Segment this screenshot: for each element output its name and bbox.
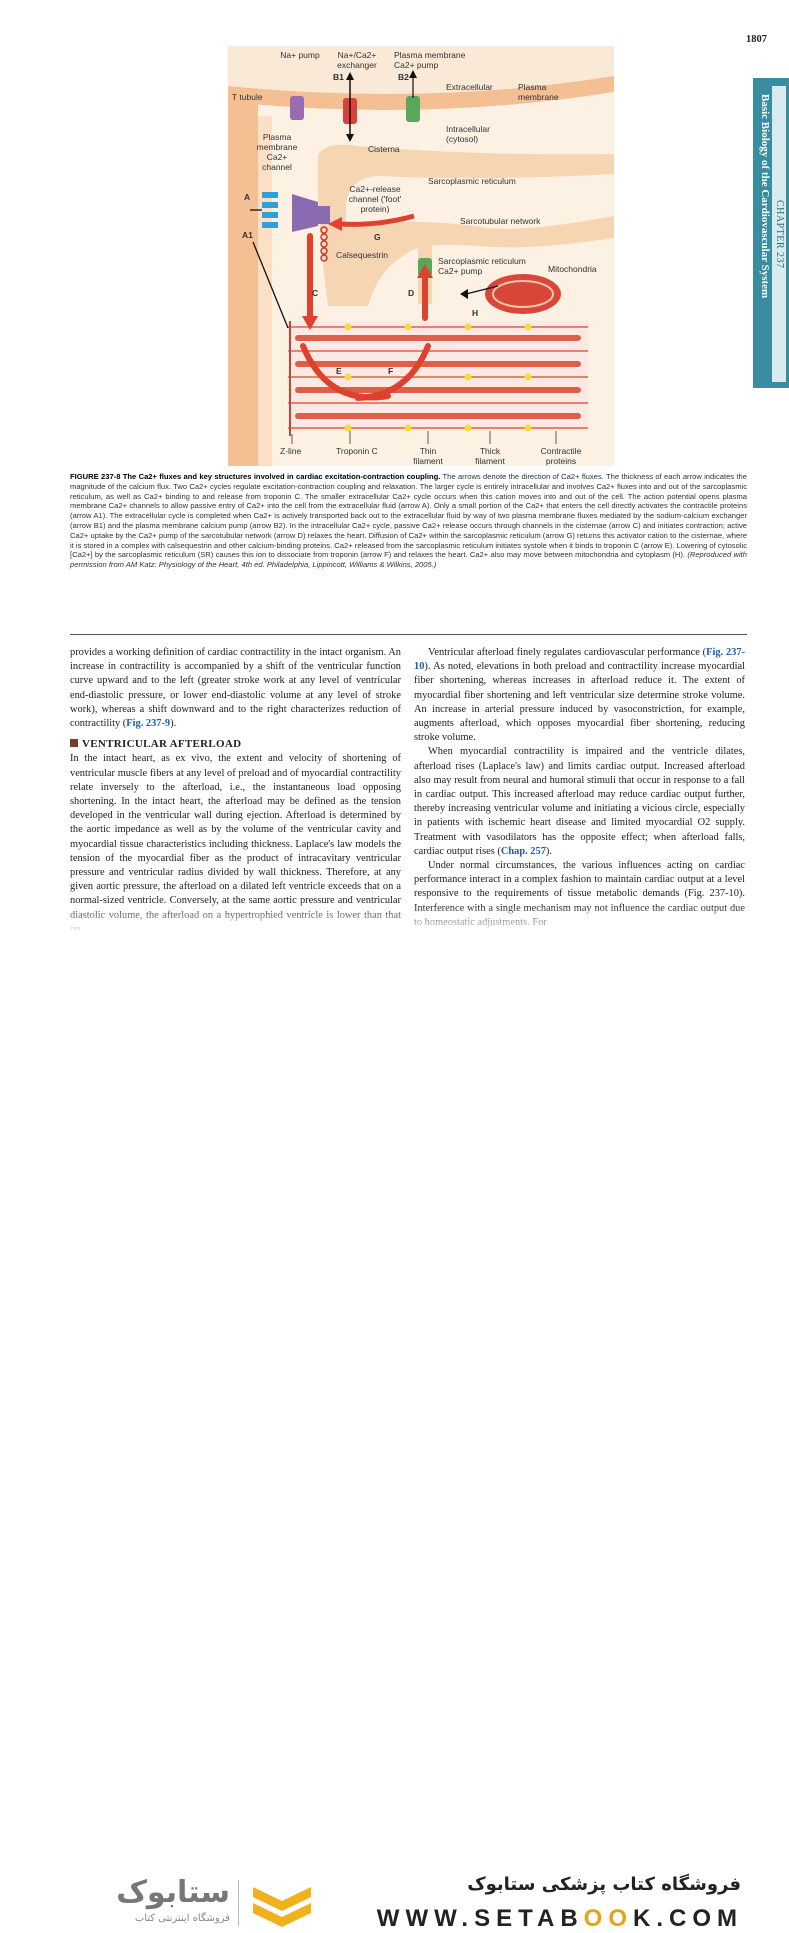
ref-fig-237-10[interactable]: Fig. 237-10 (414, 647, 745, 673)
label-pm-ca-channel: Plasma membrane Ca2+ channel (256, 132, 298, 172)
right-p1-b: ). As noted, elevations in both preload … (414, 661, 745, 744)
label-na-pump: Na+ pump (280, 50, 320, 60)
setabook-logo: ستابوک فروشگاه اینترنتی کتاب (60, 1875, 230, 1931)
label-pm-ca-pump: Plasma membrane Ca2+ pump (394, 50, 466, 70)
label-na-ca-exchanger: Na+/Ca2+ exchanger (337, 50, 377, 70)
label-troponin-c: Troponin C (336, 446, 378, 456)
label-h: H (472, 308, 479, 318)
left-p1-text: provides a working definition of cardiac… (70, 647, 401, 730)
chapter-side-tab: CHAPTER 237 Basic Biology of the Cardiov… (753, 78, 789, 388)
label-contractile-proteins: Contractile proteins (540, 446, 582, 466)
caption-title: FIGURE 237-8 The Ca2+ fluxes and key str… (70, 472, 441, 481)
label-b1: B1 (333, 72, 344, 82)
right-paragraph-2: When myocardial contractility is impaire… (414, 745, 745, 859)
label-calsequestrin: Calsequestrin (336, 250, 388, 260)
label-sarcotubular: Sarcotubular network (460, 216, 541, 226)
url-part-a: WWW.SETAB (376, 1905, 584, 1932)
figure-237-8: Na+ pump Na+/Ca2+ exchanger B1 Plasma me… (228, 46, 614, 466)
section-label: Basic Biology of the Cardiovascular Syst… (759, 94, 771, 299)
caption-body: The arrows denote the direction of Ca2+ … (70, 472, 747, 560)
right-paragraph-1: Ventricular afterload finely regulates c… (414, 646, 745, 745)
heading-square-icon (70, 739, 78, 748)
left-paragraph-1: provides a working definition of cardiac… (70, 646, 401, 731)
label-z-line: Z-line (280, 446, 302, 456)
label-a: A (244, 192, 251, 202)
label-c: C (312, 288, 319, 298)
store-banner: ستابوک فروشگاه اینترنتی کتاب فروشگاه کتا… (0, 930, 789, 1932)
right-p2-a: When myocardial contractility is impaire… (414, 746, 745, 857)
heading-text: VENTRICULAR AFTERLOAD (82, 738, 242, 751)
chevron-logo-icon (253, 1887, 311, 1927)
left-p1-end: ). (170, 718, 177, 730)
banner-divider (238, 1880, 239, 1926)
label-cisterna: Cisterna (368, 144, 400, 154)
caption-rule (70, 634, 747, 635)
caption-credit: (Reproduced with permission from AM Katz… (70, 550, 748, 570)
page-number: 1807 (746, 34, 767, 45)
label-b2: B2 (398, 72, 409, 82)
logo-subtext: فروشگاه اینترنتی کتاب (134, 1913, 230, 1924)
store-name: فروشگاه کتاب پزشکی ستابوک (467, 1874, 741, 1895)
label-f: F (388, 366, 394, 376)
figure-caption: FIGURE 237-8 The Ca2+ fluxes and key str… (70, 472, 747, 570)
left-column: provides a working definition of cardiac… (70, 646, 401, 937)
ref-fig-237-9[interactable]: Fig. 237-9 (126, 718, 171, 730)
label-thick-filament: Thick filament (475, 446, 505, 466)
label-extracellular: Extracellular (446, 82, 493, 92)
label-intracellular: Intracellular (cytosol) (446, 124, 490, 144)
label-t-tubule: T tubule (232, 92, 263, 102)
label-a1: A1 (242, 230, 253, 240)
label-g: G (374, 232, 381, 242)
label-plasma-membrane: Plasma membrane (518, 82, 559, 102)
section-heading: VENTRICULAR AFTERLOAD (70, 737, 401, 751)
url-part-b: K.COM (633, 1905, 743, 1932)
label-d: D (408, 288, 415, 298)
label-ca-release-channel: Ca2+-release channel ('foot' protein) (348, 184, 402, 214)
ref-chap-257[interactable]: Chap. 257 (500, 845, 546, 857)
label-e: E (336, 366, 342, 376)
label-sr: Sarcoplasmic reticulum (428, 176, 516, 186)
right-p2-b: ). (545, 845, 552, 857)
url-o2: O (608, 1905, 633, 1932)
right-column: Ventricular afterload finely regulates c… (414, 646, 745, 930)
label-mitochondria: Mitochondria (548, 264, 597, 274)
chapter-label: CHAPTER 237 (772, 86, 786, 382)
logo-text: ستابوک (116, 1875, 230, 1910)
right-p1-a: Ventricular afterload finely regulates c… (428, 647, 707, 658)
label-sr-ca-pump: Sarcoplasmic reticulum Ca2+ pump (438, 256, 526, 276)
url-o1: O (583, 1905, 609, 1932)
label-thin-filament: Thin filament (413, 446, 443, 466)
figure-illustration (228, 46, 614, 466)
store-url[interactable]: WWW.SETABOOK.COM (377, 1905, 743, 1933)
